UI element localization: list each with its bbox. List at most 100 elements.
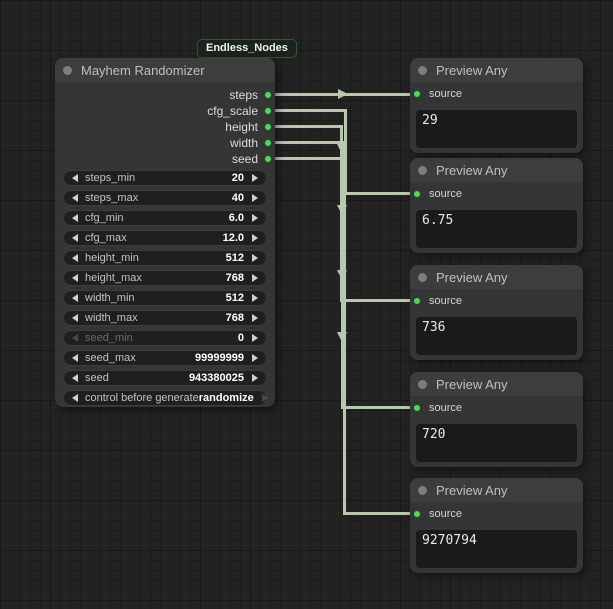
node-preview-any-3[interactable]: Preview Any source 736	[410, 265, 583, 360]
decrement-arrow-icon[interactable]	[72, 394, 78, 402]
output-slot-dot-icon[interactable]	[264, 139, 272, 147]
increment-arrow-icon[interactable]	[252, 234, 258, 242]
widget-value: 40	[231, 192, 244, 204]
decrement-arrow-icon[interactable]	[72, 174, 78, 182]
node-title-bar[interactable]: Preview Any	[410, 478, 583, 502]
widget-value: 768	[225, 312, 244, 324]
preview-value-box: 29	[416, 110, 577, 148]
link-wire-width	[270, 141, 343, 144]
collapse-dot-icon[interactable]	[418, 485, 427, 495]
input-slot-dot-icon[interactable]	[413, 404, 421, 412]
widget-width-max[interactable]: width_max 768	[63, 310, 267, 326]
node-preview-any-2[interactable]: Preview Any source 6.75	[410, 158, 583, 253]
increment-arrow-icon[interactable]	[252, 214, 258, 222]
output-slot-height[interactable]: height	[55, 119, 275, 135]
node-title: Preview Any	[436, 162, 508, 178]
input-slot-source[interactable]: source	[410, 86, 583, 102]
output-slot-dot-icon[interactable]	[264, 107, 272, 115]
widget-steps-max[interactable]: steps_max 40	[63, 190, 267, 206]
increment-arrow-icon[interactable]	[252, 314, 258, 322]
widget-height-min[interactable]: height_min 512	[63, 250, 267, 266]
increment-arrow-icon[interactable]	[252, 294, 258, 302]
widget-label: cfg_max	[85, 232, 127, 244]
input-slot-dot-icon[interactable]	[413, 510, 421, 518]
widget-seed-max[interactable]: seed_max 99999999	[63, 350, 267, 366]
increment-arrow-icon[interactable]	[252, 354, 258, 362]
widget-label: width_max	[85, 312, 138, 324]
widget-label: steps_max	[85, 192, 139, 204]
input-slot-dot-icon[interactable]	[413, 297, 421, 305]
node-preview-any-5[interactable]: Preview Any source 9270794	[410, 478, 583, 573]
widget-seed-min[interactable]: seed_min 0	[63, 330, 267, 346]
decrement-arrow-icon[interactable]	[72, 234, 78, 242]
input-slot-source[interactable]: source	[410, 506, 583, 522]
widget-height-max[interactable]: height_max 768	[63, 270, 267, 286]
node-title: Mayhem Randomizer	[81, 62, 205, 78]
decrement-arrow-icon[interactable]	[72, 374, 78, 382]
link-arrow-icon	[337, 205, 347, 215]
widget-width-min[interactable]: width_min 512	[63, 290, 267, 306]
output-slot-steps[interactable]: steps	[55, 87, 275, 103]
input-slot-label: source	[429, 188, 463, 200]
widget-steps-min[interactable]: steps_min 20	[63, 170, 267, 186]
node-title-bar[interactable]: Mayhem Randomizer	[55, 58, 275, 82]
node-title: Preview Any	[436, 482, 508, 498]
widget-label: height_max	[85, 272, 142, 284]
collapse-dot-icon[interactable]	[418, 165, 427, 175]
collapse-dot-icon[interactable]	[418, 379, 427, 389]
collapse-dot-icon[interactable]	[418, 65, 427, 75]
link-arrow-icon	[337, 270, 347, 280]
node-title-bar[interactable]: Preview Any	[410, 158, 583, 182]
increment-arrow-icon[interactable]	[261, 394, 268, 402]
widget-value: 6.0	[228, 212, 244, 224]
widget-cfg-max[interactable]: cfg_max 12.0	[63, 230, 267, 246]
increment-arrow-icon[interactable]	[252, 334, 258, 342]
input-slot-source[interactable]: source	[410, 400, 583, 416]
output-slot-cfg-scale[interactable]: cfg_scale	[55, 103, 275, 119]
node-title-bar[interactable]: Preview Any	[410, 58, 583, 82]
decrement-arrow-icon[interactable]	[72, 274, 78, 282]
output-slots: steps cfg_scale height width seed	[55, 87, 275, 167]
preview-value-box: 9270794	[416, 530, 577, 568]
increment-arrow-icon[interactable]	[252, 174, 258, 182]
input-slot-dot-icon[interactable]	[413, 90, 421, 98]
widget-label: seed_max	[85, 352, 136, 364]
widget-label: height_min	[85, 252, 139, 264]
input-slot-source[interactable]: source	[410, 293, 583, 309]
output-slot-dot-icon[interactable]	[264, 91, 272, 99]
collapse-dot-icon[interactable]	[63, 65, 72, 75]
widget-value: 943380025	[188, 372, 244, 384]
decrement-arrow-icon[interactable]	[72, 314, 78, 322]
increment-arrow-icon[interactable]	[252, 254, 258, 262]
link-wire-width	[341, 406, 416, 409]
widget-seed[interactable]: seed 943380025	[63, 370, 267, 386]
output-slot-seed[interactable]: seed	[55, 151, 275, 167]
node-title-bar[interactable]: Preview Any	[410, 372, 583, 396]
output-slot-width[interactable]: width	[55, 135, 275, 151]
widget-control-before-generate[interactable]: control before generate randomize	[63, 390, 268, 406]
input-slot-source[interactable]: source	[410, 186, 583, 202]
increment-arrow-icon[interactable]	[252, 274, 258, 282]
preview-value-box: 720	[416, 424, 577, 462]
node-mayhem-randomizer[interactable]: Mayhem Randomizer steps cfg_scale height…	[55, 58, 275, 407]
node-preview-any-1[interactable]: Preview Any source 29	[410, 58, 583, 153]
decrement-arrow-icon[interactable]	[72, 334, 78, 342]
node-preview-any-4[interactable]: Preview Any source 720	[410, 372, 583, 467]
decrement-arrow-icon[interactable]	[72, 194, 78, 202]
increment-arrow-icon[interactable]	[252, 194, 258, 202]
decrement-arrow-icon[interactable]	[72, 294, 78, 302]
increment-arrow-icon[interactable]	[252, 374, 258, 382]
output-slot-dot-icon[interactable]	[264, 155, 272, 163]
decrement-arrow-icon[interactable]	[72, 354, 78, 362]
input-slot-dot-icon[interactable]	[413, 190, 421, 198]
widget-cfg-min[interactable]: cfg_min 6.0	[63, 210, 267, 226]
node-category-badge: Endless_Nodes	[197, 39, 297, 58]
decrement-arrow-icon[interactable]	[72, 254, 78, 262]
node-title: Preview Any	[436, 376, 508, 392]
node-title-bar[interactable]: Preview Any	[410, 265, 583, 289]
decrement-arrow-icon[interactable]	[72, 214, 78, 222]
output-slot-dot-icon[interactable]	[264, 123, 272, 131]
collapse-dot-icon[interactable]	[418, 272, 427, 282]
output-slot-label: width	[229, 136, 258, 150]
